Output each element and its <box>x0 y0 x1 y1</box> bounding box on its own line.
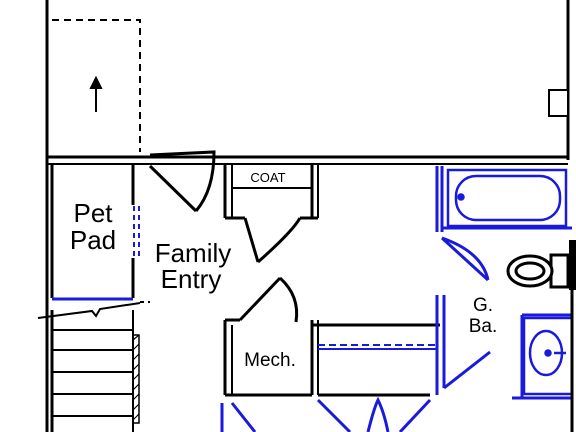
bottom-walls <box>220 396 432 432</box>
pet-pad-label-line1: Pet <box>73 198 113 228</box>
toilet-icon <box>506 253 570 289</box>
mech-label: Mech. <box>244 350 296 371</box>
guest-bath-label-line1: G. <box>473 295 493 316</box>
bathtub-icon <box>446 168 568 228</box>
lower-closet <box>312 323 440 397</box>
mech-door-swing-icon <box>238 276 299 323</box>
coat-label: COAT <box>250 170 285 185</box>
stair-icon <box>37 302 141 432</box>
coat-door-swing-icon <box>243 217 302 264</box>
family-entry-label-line1: Family <box>155 238 232 268</box>
wall-outlet-icon <box>548 89 569 117</box>
pet-pad-room <box>50 164 135 298</box>
toilet-wall-mark <box>569 240 576 290</box>
guest-bath-walls <box>435 166 572 400</box>
pet-pad-gate <box>133 206 140 258</box>
family-entry-label-line2: Entry <box>161 264 222 294</box>
bath-door-swing-icon <box>440 236 490 282</box>
mech-room <box>223 318 319 397</box>
entry-door-swing-icon <box>148 150 216 213</box>
guest-bath-label-line2: Ba. <box>469 316 498 337</box>
pet-pad-label-line2: Pad <box>70 225 116 255</box>
sink-icon <box>522 316 574 396</box>
upper-space <box>45 0 570 432</box>
coat-closet <box>223 164 319 220</box>
up-arrow-icon <box>89 75 103 112</box>
dashed-outline <box>52 19 141 152</box>
